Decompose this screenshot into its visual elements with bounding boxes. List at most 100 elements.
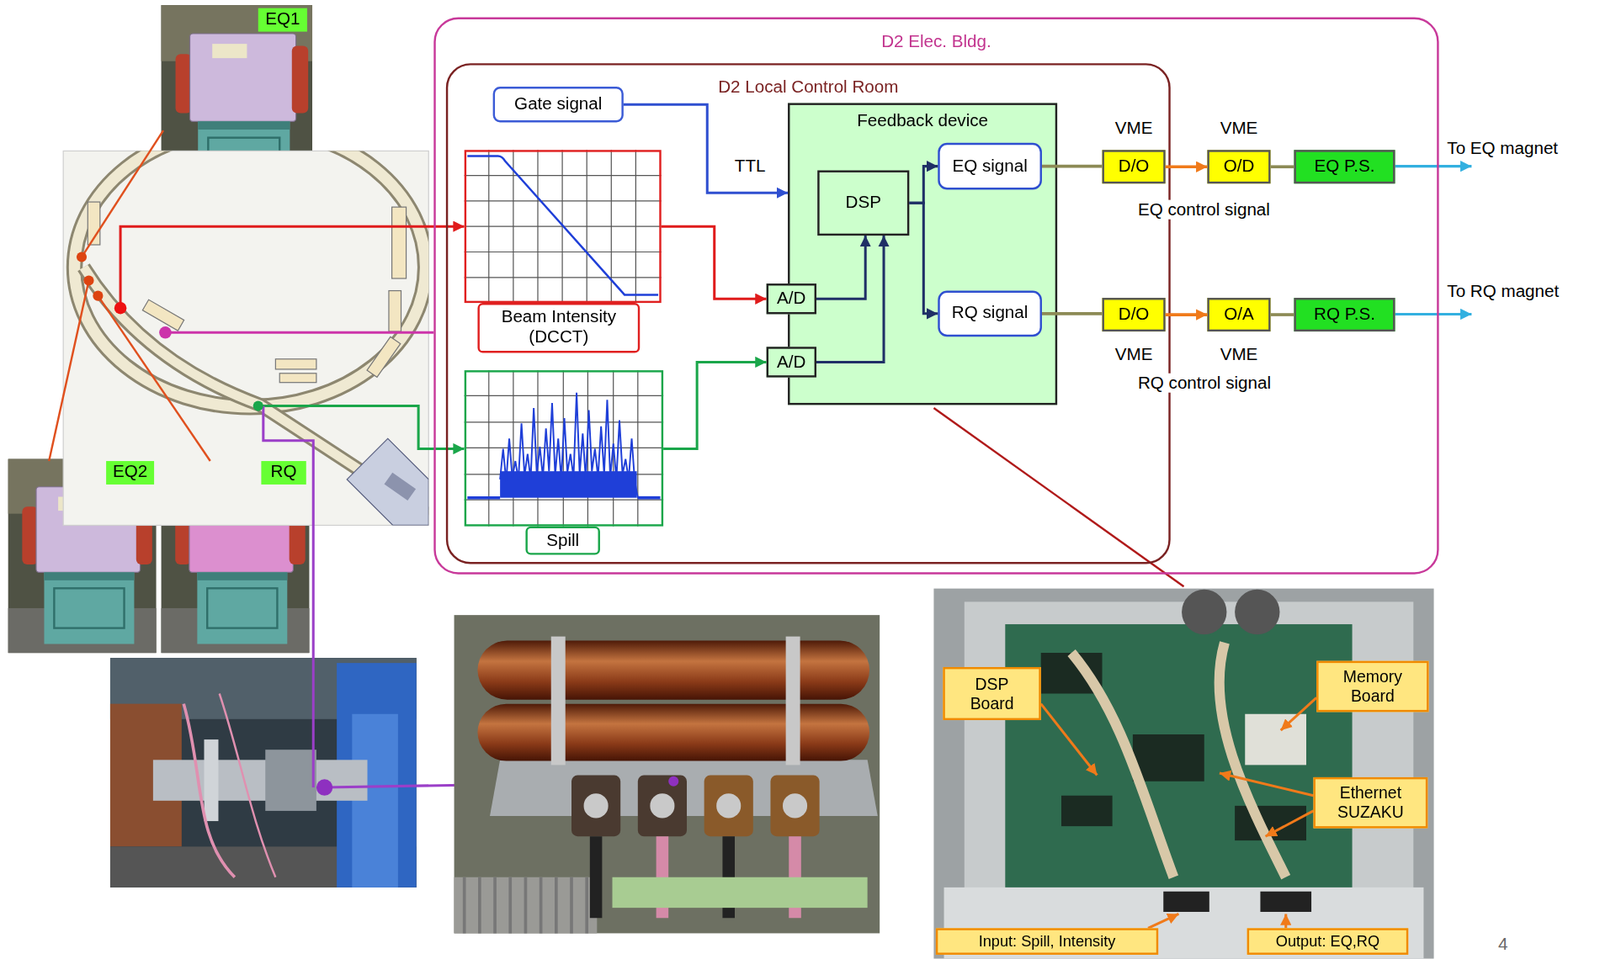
ring-track-part xyxy=(366,336,401,378)
ring-track-part xyxy=(346,438,429,526)
spill-plot-trace-part xyxy=(637,496,661,500)
room-region: D2 Local Control RoomGate signalFeedback… xyxy=(446,63,1171,564)
plot-caption-box: Beam Intensity (DCCT) xyxy=(477,302,640,353)
annotation-label: EQ control signal xyxy=(1136,200,1273,220)
dsp-box: DSP xyxy=(817,170,909,236)
group-title: D2 Elec. Bldg. xyxy=(435,19,1437,53)
annotation-label: VME xyxy=(1112,118,1155,139)
connector xyxy=(663,361,766,449)
dcct-core-photo-part xyxy=(477,640,870,700)
vme-module: O/D xyxy=(1206,149,1271,184)
beamline-photo-part xyxy=(265,749,317,812)
intensity-plot: Beam Intensity (DCCT) xyxy=(464,149,662,353)
ring-track-part xyxy=(74,150,426,407)
label-anchor: TTL xyxy=(732,156,768,178)
feedback-device-photo-part xyxy=(944,887,1425,959)
label-anchor: VME xyxy=(1112,345,1155,367)
dcct-core-photo-part xyxy=(668,776,679,787)
connector xyxy=(623,104,788,193)
annotation-label: To EQ magnet xyxy=(1445,138,1561,159)
connector xyxy=(816,235,884,362)
edge-label: TTL xyxy=(732,156,768,176)
beamline-photo-part xyxy=(153,760,368,802)
intensity-plot-trace xyxy=(464,149,662,303)
dcct-core-photo-part xyxy=(454,615,881,934)
ring-map-part xyxy=(114,302,128,315)
ring-track-part xyxy=(388,291,402,333)
vme-module: O/A xyxy=(1206,297,1271,332)
ring-map-part xyxy=(159,326,172,340)
ring-track-part xyxy=(384,473,417,501)
connector xyxy=(661,226,767,299)
box-label: DSP Board xyxy=(955,674,1029,714)
connector xyxy=(908,166,938,204)
ring-map-part xyxy=(83,275,94,286)
plot-caption: Spill xyxy=(529,531,596,553)
power-supply-box: RQ P.S. xyxy=(1293,297,1395,332)
spill-plot: Spill xyxy=(464,370,664,556)
beamline-photo-part xyxy=(316,779,333,796)
connector xyxy=(1041,312,1103,316)
label-anchor: To EQ magnet xyxy=(1445,138,1561,160)
intensity-plot-trace-part xyxy=(464,149,662,303)
spill-plot-trace-part xyxy=(499,393,638,499)
callout-box: Output: EQ,RQ xyxy=(1247,928,1409,956)
box-label: RQ P.S. xyxy=(1313,304,1376,326)
box-label: D/O xyxy=(1118,304,1150,326)
box-label: D/O xyxy=(1118,156,1150,178)
ring-map-part xyxy=(48,280,89,462)
box-label: EQ2 xyxy=(112,462,148,484)
leader-line xyxy=(933,408,1184,587)
callout-box: Ethernet SUZAKU xyxy=(1312,777,1428,830)
ring-map-part xyxy=(97,296,210,462)
dcct-core-photo-part xyxy=(770,776,819,838)
feedback-device-photo-part xyxy=(1219,643,1287,878)
label-anchor: VME xyxy=(1217,345,1260,367)
group-title: Feedback device xyxy=(789,105,1055,133)
ring-track-part xyxy=(392,207,407,279)
signal-box: EQ signal xyxy=(937,143,1042,191)
callout-box: Input: Spill, Intensity xyxy=(935,928,1159,956)
spill-plot-trace-part xyxy=(464,370,664,527)
dcct-core-photo-part xyxy=(551,637,566,766)
box-label: A/D xyxy=(776,351,806,373)
box-label: A/D xyxy=(776,288,806,310)
box-label: Ethernet SUZAKU xyxy=(1325,783,1416,824)
connector xyxy=(908,202,938,314)
feedback-device-photo-part xyxy=(1181,590,1227,635)
group-title: D2 Local Control Room xyxy=(447,65,1169,99)
dcct-core-photo-part xyxy=(590,836,603,919)
annotation-label: 4 xyxy=(1496,935,1510,955)
box-label: EQ1 xyxy=(265,9,300,31)
annotation-label: RQ control signal xyxy=(1136,373,1274,394)
callout-box: DSP Board xyxy=(942,667,1041,721)
dcct-core-photo xyxy=(454,615,881,934)
dcct-core-photo-part xyxy=(454,877,598,935)
spill-plot-trace-part xyxy=(467,496,500,500)
dcct-core-photo-part xyxy=(584,793,609,819)
callout-box: Memory Board xyxy=(1316,661,1429,713)
label-anchor: EQ control signal xyxy=(1136,200,1273,222)
feedback-device-photo-part xyxy=(1071,653,1174,878)
ring-track-part xyxy=(275,359,317,370)
box-label: O/A xyxy=(1223,304,1255,326)
ring-map-part xyxy=(76,251,87,262)
ring-map-part xyxy=(81,130,164,257)
beamline-photo-part xyxy=(110,658,417,888)
box-label: EQ signal xyxy=(951,155,1027,177)
annotation-label: VME xyxy=(1217,345,1260,365)
power-supply-box: EQ P.S. xyxy=(1293,149,1395,184)
connector xyxy=(1041,164,1103,169)
magnet-tag: EQ1 xyxy=(258,8,308,32)
converter-box: A/D xyxy=(766,283,817,314)
feedback-device-photo-part xyxy=(1284,914,1287,929)
converter-box: A/D xyxy=(766,346,817,378)
feedback-device-photo-part xyxy=(1132,734,1205,782)
label-anchor: VME xyxy=(1217,118,1260,140)
ring-track-part xyxy=(74,150,426,407)
feedback-device-photo-part xyxy=(1219,773,1314,797)
box-label: EQ P.S. xyxy=(1314,156,1376,178)
connector xyxy=(1165,313,1208,317)
output-arrow xyxy=(1394,313,1472,316)
dcct-core-photo-part xyxy=(704,776,754,838)
